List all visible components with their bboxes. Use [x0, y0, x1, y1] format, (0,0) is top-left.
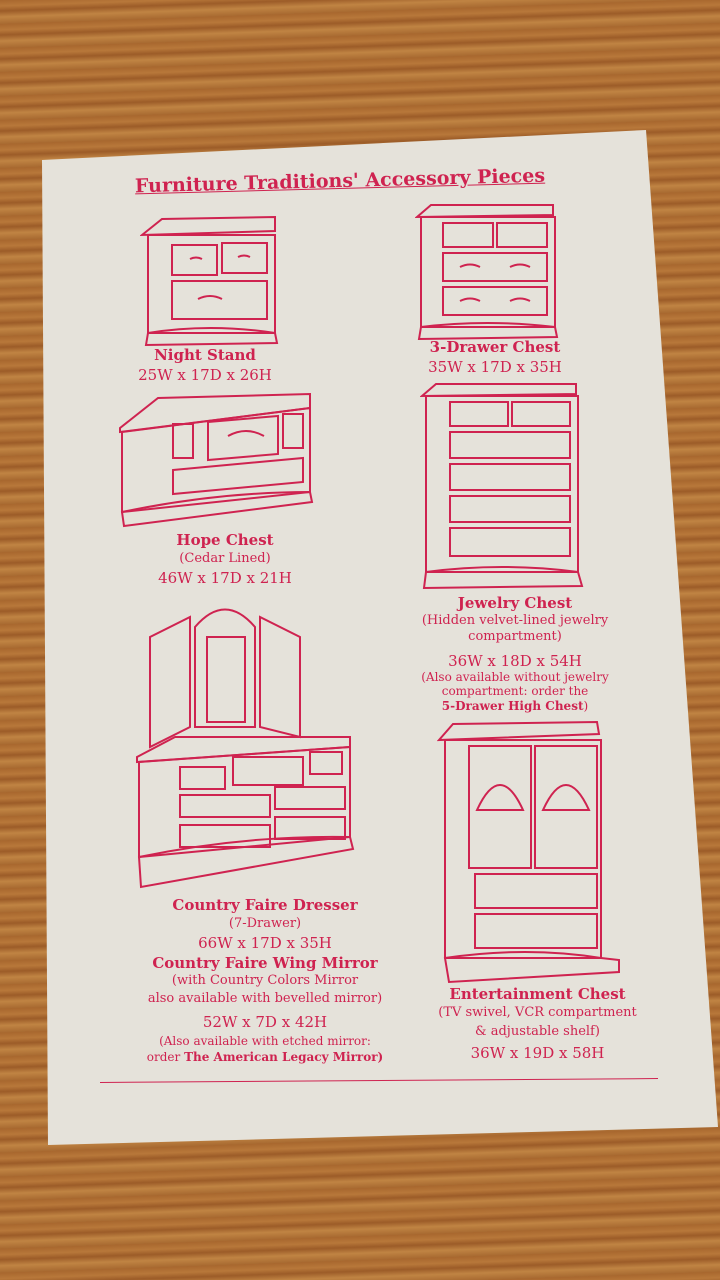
- hope-chest-dims: 46W x 17D x 21H: [158, 569, 292, 587]
- mirror-name: Country Faire Wing Mirror: [152, 954, 378, 972]
- hope-chest-name: Hope Chest: [176, 531, 274, 549]
- american-legacy-mirror-ref: The American Legacy Mirror): [184, 1050, 384, 1064]
- hope-chest-illustration: [119, 392, 314, 528]
- mirror-note-a: (with Country Colors Mirror: [171, 973, 359, 988]
- three-drawer-chest-illustration: [415, 204, 559, 341]
- jewelry-chest-dims: 36W x 18D x 54H: [448, 652, 582, 670]
- jewelry-chest-name: Jewelry Chest: [457, 594, 573, 612]
- three-drawer-chest-name: 3-Drawer Chest: [429, 338, 561, 356]
- dresser-note: (7-Drawer): [228, 916, 302, 931]
- dresser-name: Country Faire Dresser: [172, 896, 358, 914]
- jewelry-alt-text: (Also available without jewelry compartm…: [421, 670, 609, 699]
- mirror-note-c: (Also available with etched mirror:: [159, 1034, 371, 1048]
- three-drawer-chest-dims: 35W x 17D x 35H: [428, 358, 562, 376]
- entertainment-chest-note-a: (TV swivel, VCR compartment: [438, 1005, 637, 1020]
- night-stand-name: Night Stand: [154, 346, 256, 364]
- five-drawer-high-chest-ref: 5-Drawer High Chest: [441, 698, 584, 713]
- entertainment-chest-illustration: [437, 720, 620, 984]
- hope-chest-note: (Cedar Lined): [179, 551, 271, 566]
- mirror-note-b: also available with bevelled mirror): [147, 991, 383, 1006]
- mirror-note-d: order The American Legacy Mirror): [85, 1050, 445, 1064]
- jewelry-chest-note2: (Also available without jewelry compartm…: [405, 670, 625, 713]
- dresser-mirror-illustration: [136, 608, 355, 889]
- entertainment-chest-dims: 36W x 19D x 58H: [470, 1044, 605, 1062]
- dresser-dims: 66W x 17D x 35H: [198, 934, 332, 952]
- order-text: order: [146, 1050, 181, 1064]
- jewelry-chest-illustration: [420, 383, 584, 590]
- night-stand-illustration: [140, 215, 279, 347]
- entertainment-chest-note-b: & adjustable shelf): [475, 1024, 600, 1039]
- mirror-dims: 52W x 7D x 42H: [202, 1013, 328, 1031]
- night-stand-dims: 25W x 17D x 26H: [138, 366, 272, 384]
- entertainment-chest-name: Entertainment Chest: [449, 985, 626, 1003]
- jewelry-chest-note: (Hidden velvet-lined jewelry compartment…: [421, 613, 609, 644]
- close-paren: ): [583, 698, 589, 713]
